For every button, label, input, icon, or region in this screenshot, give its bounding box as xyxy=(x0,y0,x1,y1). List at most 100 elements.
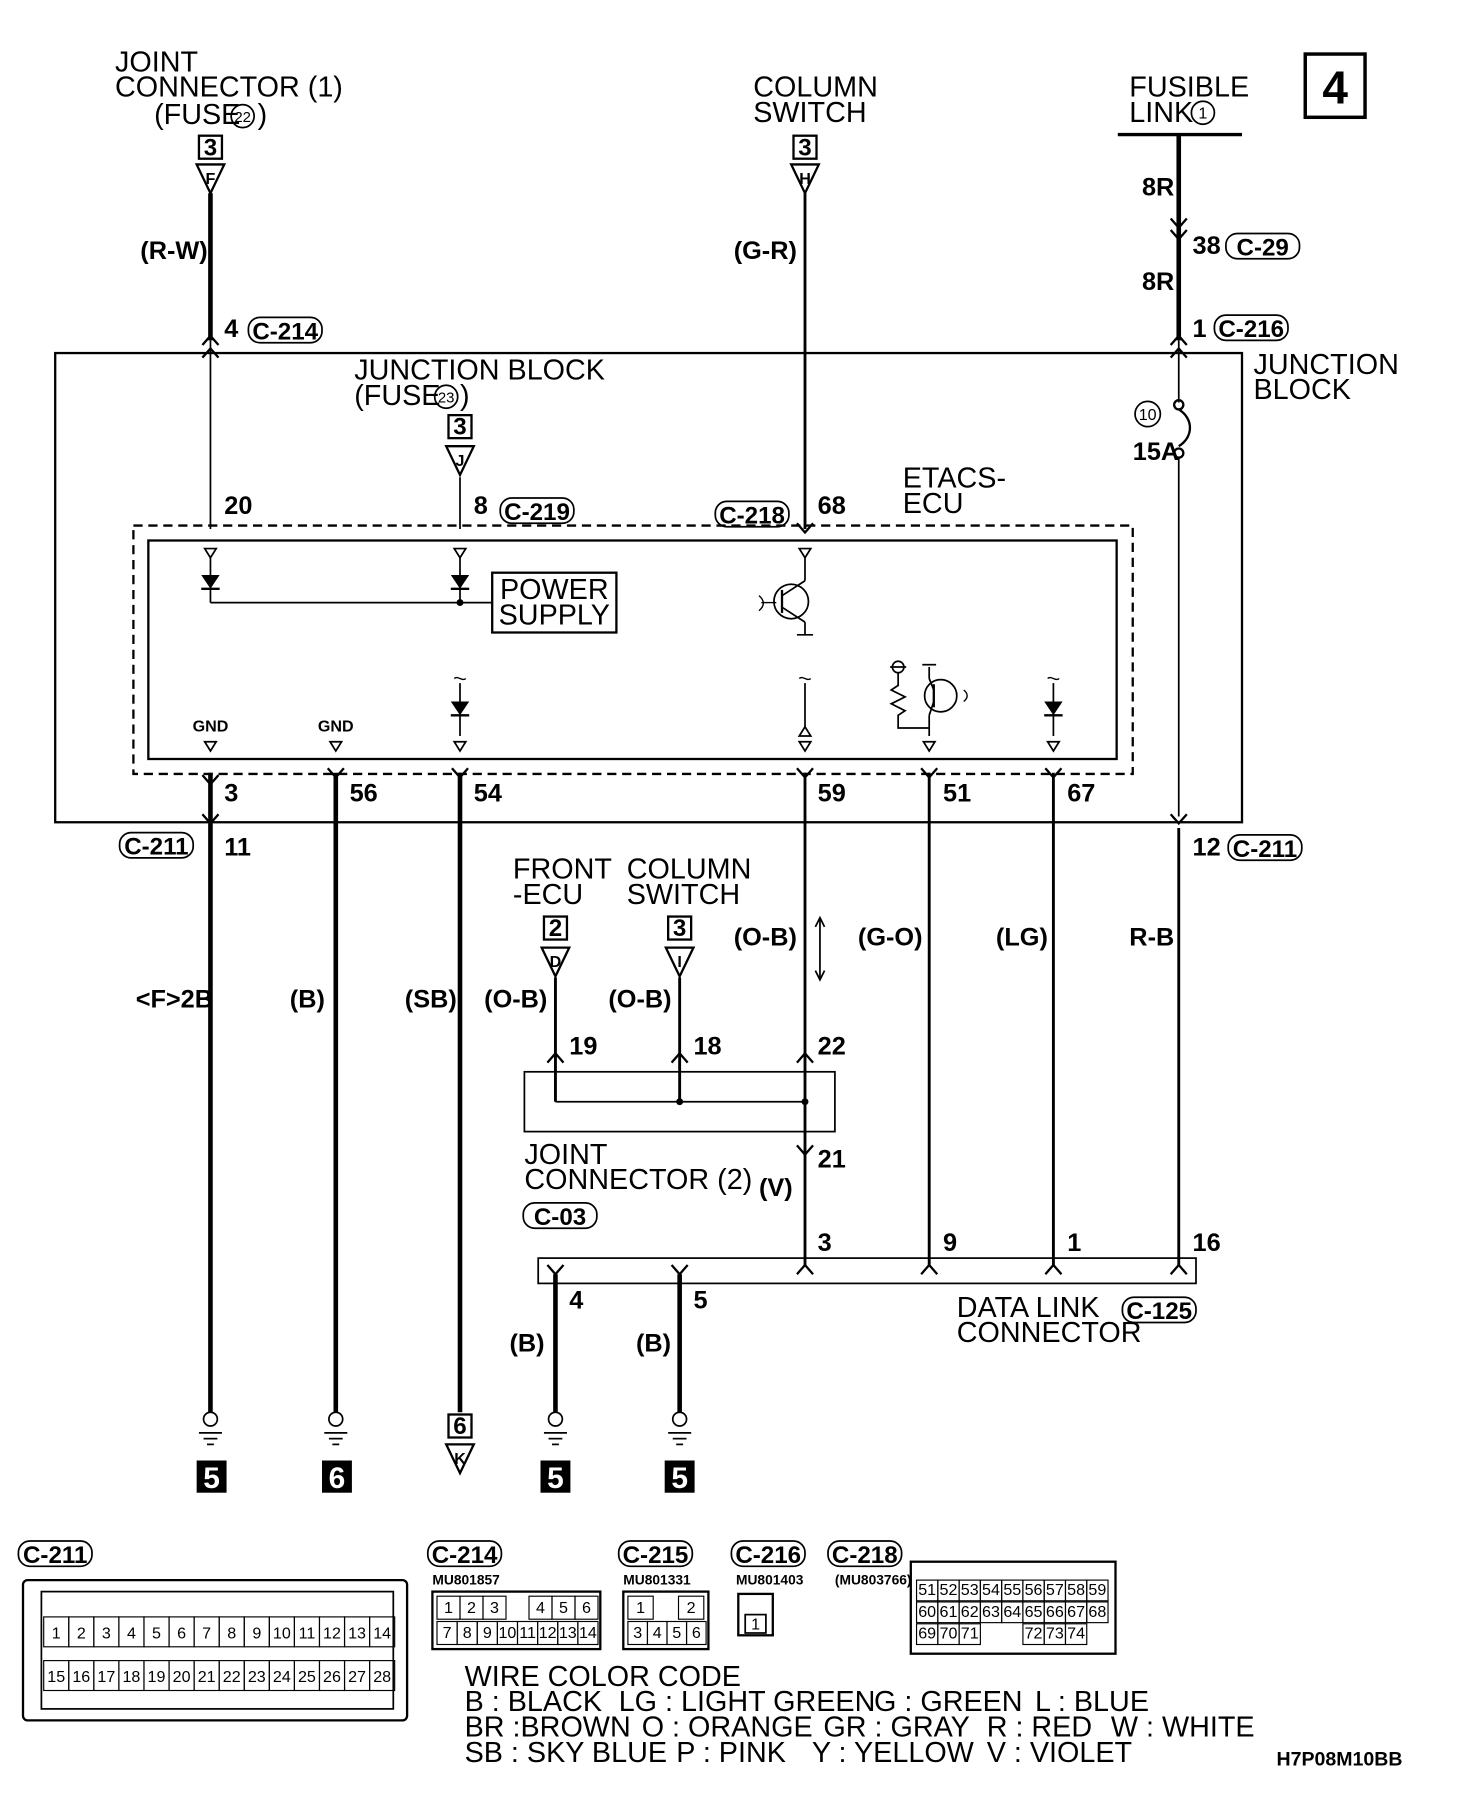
gnd-label-2: GND xyxy=(318,717,354,735)
column-switch-source: COLUMN SWITCH 3 H xyxy=(753,72,878,196)
wire-color-code: WIRE COLOR CODE B : BLACK LG : LIGHT GRE… xyxy=(465,1661,1255,1769)
c211-pin: 10 xyxy=(273,1624,291,1642)
off-page-k: 6 K xyxy=(444,1413,476,1476)
pin-20: 20 xyxy=(224,492,252,520)
c214-cell xyxy=(574,1595,599,1620)
dlc-pin-1: 1 xyxy=(1067,1229,1081,1257)
jbf-label-2: (FUSE xyxy=(354,380,440,412)
c218-pin: 62 xyxy=(961,1603,979,1621)
connector-view-c216: C-216 MU801403 1 xyxy=(730,1540,806,1637)
pin-12: 12 xyxy=(1193,834,1221,862)
bidirectional-arrow xyxy=(814,915,826,982)
c218-pin: 55 xyxy=(1003,1581,1021,1599)
tag-c214: C-214 xyxy=(252,318,318,345)
pin-21: 21 xyxy=(818,1145,846,1173)
c218-pin: 69 xyxy=(918,1625,936,1643)
c211-cell xyxy=(369,1616,396,1648)
c211-pin: 27 xyxy=(348,1668,366,1686)
wire-label-8r-b: 8R xyxy=(1142,268,1174,296)
c218-pin: 60 xyxy=(918,1603,936,1621)
c211-pin: 17 xyxy=(97,1668,115,1686)
c211-pin: 25 xyxy=(298,1668,316,1686)
view-c215-part: MU801331 xyxy=(623,1573,691,1588)
view-c211-label: C-211 xyxy=(23,1542,87,1569)
junction-block-label-2: BLOCK xyxy=(1254,374,1351,406)
fusible-link-number: 1 xyxy=(1198,104,1207,122)
connector-tags: C-214 C-29 C-216 C-219 C-218 C-211 C-211… xyxy=(118,232,1303,1325)
tag-c29: C-29 xyxy=(1237,234,1289,261)
jc1-arrow xyxy=(194,163,227,196)
pin-67: 67 xyxy=(1067,780,1095,808)
cc-sb: SB : SKY BLUE xyxy=(465,1737,667,1769)
front-ecu-page-ref: 2 xyxy=(549,915,562,942)
c214-cell xyxy=(482,1595,507,1620)
wire-label-ob-3: (O-B) xyxy=(734,923,797,951)
c211-pin: 3 xyxy=(102,1624,111,1642)
page-number-box xyxy=(1303,52,1367,120)
fusible-link-source: FUSIBLE LINK 1 xyxy=(1117,72,1249,137)
joint-connector-1-source: JOINT CONNECTOR (1) (FUSE 22 ) 3 F xyxy=(115,46,343,196)
jb-fuse-23-source: JUNCTION BLOCK (FUSE 23 ) 3 J xyxy=(354,355,605,478)
wire-label-lg: (LG) xyxy=(996,923,1048,951)
cc-lg: LG : LIGHT GREEN xyxy=(619,1686,876,1718)
c218-pin: 73 xyxy=(1046,1625,1064,1643)
c218-pin: 51 xyxy=(918,1581,936,1599)
c215-pin: 6 xyxy=(692,1624,701,1642)
cc-l: L : BLUE xyxy=(1035,1686,1149,1718)
off-page-k-page: 6 xyxy=(453,1413,466,1440)
c214-pin: 14 xyxy=(579,1624,597,1642)
tag-c218: C-218 xyxy=(719,502,785,529)
cs2-page-ref: 3 xyxy=(673,915,686,942)
c218-pin: 74 xyxy=(1067,1625,1085,1643)
column-switch-2-source: COLUMN SWITCH 3 I xyxy=(627,854,751,980)
wire-label-go: (G-O) xyxy=(858,923,923,951)
c211-pin: 13 xyxy=(348,1624,366,1642)
jbf-label-1: JUNCTION BLOCK xyxy=(354,355,605,387)
c214-pin: 7 xyxy=(443,1624,452,1642)
c211-pin: 20 xyxy=(173,1668,191,1686)
c211-pin: 12 xyxy=(323,1624,341,1642)
c211-pin: 11 xyxy=(299,1624,316,1642)
c215-pin: 2 xyxy=(687,1599,696,1617)
view-c214-label: C-214 xyxy=(432,1542,498,1569)
tag-c211-a: C-211 xyxy=(124,833,188,860)
c214-pin: 2 xyxy=(467,1599,476,1617)
junction-block-outline xyxy=(54,351,1244,824)
c211-pin: 23 xyxy=(248,1668,266,1686)
jbf-letter: J xyxy=(456,452,465,470)
c211-pin: 16 xyxy=(72,1668,90,1686)
wire-label-rw: (R-W) xyxy=(140,237,207,265)
front-ecu-label-1: FRONT xyxy=(513,854,612,886)
c215-pin: 3 xyxy=(633,1624,642,1642)
cs-page-ref-box xyxy=(792,134,818,160)
cs-label-2: SWITCH xyxy=(753,97,866,129)
fuse-10-rating: 15A xyxy=(1133,438,1179,466)
jbf-label-close: ) xyxy=(460,380,470,412)
c215-pin: 1 xyxy=(636,1599,645,1617)
view-c214-part: MU801857 xyxy=(432,1573,500,1588)
ground-refs: 5 6 5 5 xyxy=(196,1460,695,1495)
c218-pin: 70 xyxy=(940,1625,958,1643)
cc-gr: GR : GRAY xyxy=(823,1712,969,1744)
wire-label-ob-1: (O-B) xyxy=(484,985,547,1013)
c218-pin: 53 xyxy=(961,1581,979,1599)
wire-labels: (R-W) (G-R) 8R 8R <F>2B (B) (SB) (O-B) (… xyxy=(136,174,1175,1358)
pin-59: 59 xyxy=(818,780,846,808)
dlc-pin-4: 4 xyxy=(569,1287,583,1315)
wire-label-ob-2: (O-B) xyxy=(608,985,671,1013)
c214-pin: 6 xyxy=(582,1599,591,1617)
cc-b: B : BLACK xyxy=(465,1686,602,1718)
c218-pin: 61 xyxy=(940,1603,958,1621)
jc1-letter: F xyxy=(206,170,216,188)
cc-v: V : VIOLET xyxy=(987,1737,1132,1769)
c218-cell xyxy=(1064,1623,1088,1646)
wires xyxy=(208,134,1182,1413)
c215-cell xyxy=(677,1595,705,1620)
cs-letter: H xyxy=(799,170,811,188)
front-ecu-label-2: -ECU xyxy=(513,879,583,911)
ground-symbols xyxy=(198,1411,692,1446)
cs-page-ref: 3 xyxy=(798,134,811,161)
c218-pin: 58 xyxy=(1067,1581,1085,1599)
c218-cell xyxy=(1086,1579,1109,1602)
